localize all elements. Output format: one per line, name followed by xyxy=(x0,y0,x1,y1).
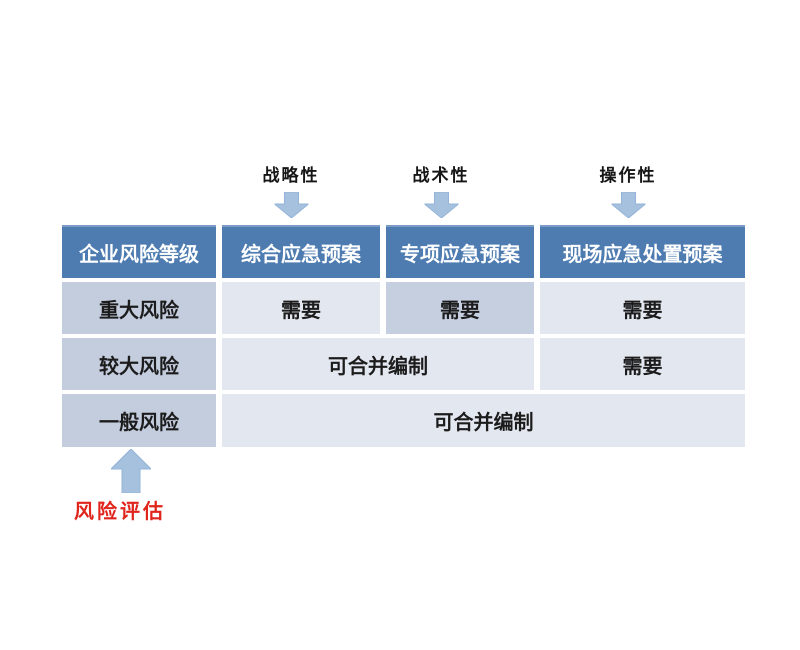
header-cell-risk-level: 企业风险等级 xyxy=(62,225,216,278)
risk-assessment-pointer xyxy=(111,449,151,493)
annotation-operational: 操作性 xyxy=(600,161,657,218)
plan-requirement-cell: 可合并编制 xyxy=(222,394,745,447)
tactical-label: 战术性 xyxy=(412,166,470,185)
annotation-tactical: 战术性 xyxy=(413,161,470,218)
down-arrow-icon xyxy=(611,192,645,218)
strategic-label: 战略性 xyxy=(262,166,320,185)
risk-plan-table: 企业风险等级 综合应急预案 专项应急预案 现场应急处置预案 重大风险需要需要需要… xyxy=(62,225,745,447)
plan-requirement-cell: 需要 xyxy=(540,338,745,390)
header-cell-special-plan: 专项应急预案 xyxy=(386,225,534,278)
down-arrow-icon xyxy=(274,192,308,218)
row-label-cell: 较大风险 xyxy=(62,338,216,390)
header-cell-onsite-plan: 现场应急处置预案 xyxy=(540,225,745,278)
plan-requirement-cell: 需要 xyxy=(386,282,534,334)
plan-requirement-cell: 可合并编制 xyxy=(222,338,534,390)
row-label-cell: 重大风险 xyxy=(62,282,216,334)
operational-label: 操作性 xyxy=(599,166,657,185)
annotation-strategic: 战略性 xyxy=(263,161,320,218)
plan-requirement-cell: 需要 xyxy=(540,282,745,334)
up-arrow-icon xyxy=(111,449,151,493)
plan-requirement-cell: 需要 xyxy=(222,282,380,334)
risk-assessment-label: 风险评估 xyxy=(74,501,166,523)
row-label-cell: 一般风险 xyxy=(62,394,216,447)
header-cell-comprehensive-plan: 综合应急预案 xyxy=(222,225,380,278)
down-arrow-icon xyxy=(424,192,458,218)
